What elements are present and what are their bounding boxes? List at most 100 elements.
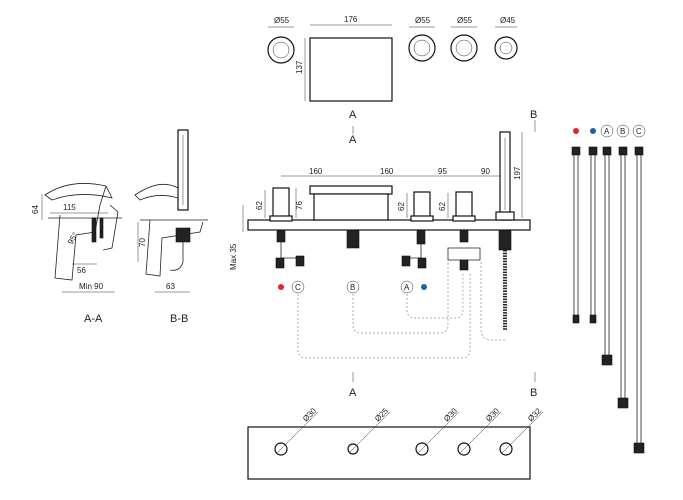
marker-b-circle (346, 280, 360, 294)
section-bb: 70 63 B-B (134, 129, 208, 325)
dim-h76: 76 (295, 201, 304, 210)
dim-d4: Ø45 (500, 16, 516, 25)
fitting-2-nut (401, 255, 411, 267)
fitting-spout (346, 229, 360, 249)
top-view-valve-circle-1 (267, 36, 295, 64)
section-mark-b-top: B (530, 109, 537, 121)
section-mark-b-bottom: B (530, 387, 537, 399)
marker-a: A (404, 283, 410, 292)
top-view-valve-inner-1 (272, 41, 290, 59)
hose-5-nut (634, 146, 644, 156)
hole-5-dia: Ø32 (526, 406, 543, 423)
dim-h197: 197 (513, 166, 522, 180)
dim-h62a: 62 (255, 201, 264, 210)
section-aa-label: A-A (84, 313, 103, 325)
hole-2-dia: Ø25 (373, 406, 390, 423)
bottom-view-deck (247, 426, 531, 480)
fitting-shower (498, 229, 512, 251)
hose-marker-c: C (636, 127, 642, 136)
hose-marker-a: A (604, 127, 610, 136)
fitting-3-diverter (447, 247, 481, 261)
hose-marker-b-circle (616, 124, 630, 138)
hole-2-leader (348, 411, 391, 454)
dim-max35: Max 35 (229, 243, 238, 270)
dim-min90: Min 90 (79, 282, 104, 291)
marker-a-circle (400, 280, 414, 294)
front-view-valve-3 (455, 191, 473, 219)
dim-d3: Ø55 (457, 16, 473, 25)
marker-c: C (295, 283, 301, 292)
dim-h62c: 62 (438, 202, 447, 211)
top-view-shower-circle (494, 36, 518, 60)
hose-hot-dot (573, 128, 579, 134)
top-view-valve-inner-2 (413, 39, 431, 57)
section-bb-spout (134, 183, 179, 201)
section-aa-body-right (102, 204, 119, 251)
top-view-valve-inner-3 (455, 39, 473, 57)
marker-b: B (350, 283, 355, 292)
front-view-deck (247, 219, 531, 231)
dim-spacing-2: 160 (380, 167, 394, 176)
top-view-valve-circle-3 (450, 34, 478, 62)
front-view-valve-1-base (269, 215, 293, 222)
hose-3-end (601, 354, 613, 366)
hole-5-leader (500, 411, 544, 455)
hole-1-dia: Ø30 (301, 406, 318, 423)
hose-marker-c-circle (632, 124, 646, 138)
dim-w115: 115 (63, 203, 76, 212)
hole-4-dia: Ø30 (484, 406, 501, 423)
hose-marker-b: B (620, 127, 625, 136)
section-mark-a-top: A (349, 134, 357, 146)
section-aa-pipe-2 (99, 217, 104, 239)
top-view-shower-inner (499, 41, 513, 55)
fitting-1-nut-2 (295, 255, 305, 267)
section-mark-a-bottom: A (349, 387, 357, 399)
section-bb-body (145, 219, 204, 277)
hose-marker-a-circle (600, 124, 614, 138)
dim-h62b: 62 (397, 202, 406, 211)
hose-4-nut (618, 146, 628, 156)
bottom-view: Ø30 Ø25 Ø30 Ø30 Ø32 (247, 406, 544, 480)
dim-d2: Ø55 (415, 16, 431, 25)
front-view-spout-top (309, 185, 393, 195)
hose-5-end (633, 442, 645, 454)
top-view-valve-circle-2 (408, 34, 436, 62)
hose-2-end (589, 314, 597, 324)
dim-spacing-4: 90 (481, 167, 490, 176)
front-view-spout-body (313, 193, 389, 221)
dim-h: 137 (295, 60, 304, 74)
section-bb-nut (175, 227, 191, 243)
marker-c-circle (291, 280, 305, 294)
hose-2-nut (588, 146, 598, 156)
section-aa-spout (44, 183, 113, 201)
hot-water-dot (278, 284, 284, 290)
front-view: A B 160 160 95 90 Max 35 62 76 62 (229, 109, 537, 399)
hose-cold-dot (590, 128, 596, 134)
fitting-3-nut (459, 259, 469, 271)
section-aa: 64 115 95° 56 Min 90 A-A (31, 183, 122, 325)
section-bb-hose (169, 242, 184, 271)
route-a (406, 272, 464, 319)
hose-1-nut (571, 146, 581, 156)
dim-d1: Ø55 (274, 16, 290, 25)
fitting-2-nut-2 (417, 257, 427, 269)
front-view-handshower-holder (495, 211, 515, 221)
dim-spacing-3: 95 (438, 167, 447, 176)
fitting-3 (459, 229, 469, 243)
cold-water-dot (421, 284, 427, 290)
route-shower (480, 262, 505, 341)
hose-4-end (617, 397, 629, 409)
hole-3-leader (416, 411, 460, 455)
section-bb-label: B-B (170, 313, 188, 325)
hole-4-leader (458, 411, 502, 455)
fitting-2 (416, 229, 426, 245)
front-view-valve-2 (413, 191, 431, 219)
front-view-valve-3-base (452, 215, 476, 222)
dim-w63: 63 (166, 282, 175, 291)
fitting-1-outlet (280, 242, 296, 259)
dim-h64: 64 (31, 205, 40, 214)
section-aa-body (54, 185, 107, 281)
section-aa-pipe (91, 217, 97, 243)
